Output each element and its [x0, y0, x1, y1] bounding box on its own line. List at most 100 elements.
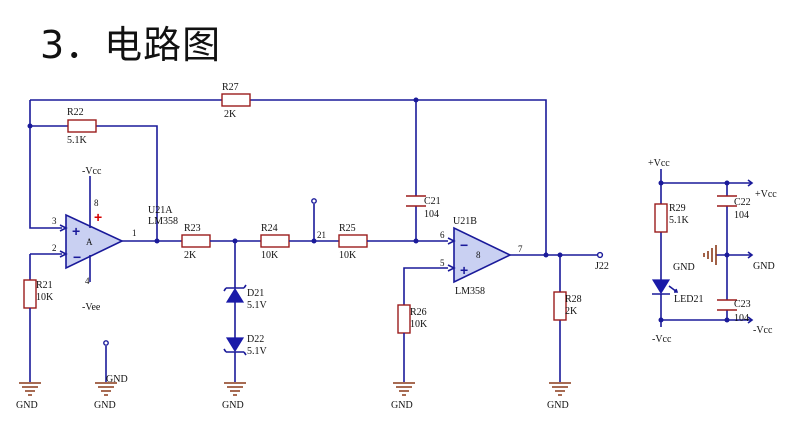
junction-dot — [543, 252, 549, 258]
pin-7: 7 — [518, 244, 523, 254]
ground-symbol — [703, 245, 717, 265]
label-nvcc: -Vcc — [652, 334, 672, 345]
value-d21: 5.1V — [247, 300, 268, 311]
label-vccneg: -Vcc — [82, 166, 102, 177]
label-gnd5: GND — [547, 400, 569, 411]
pin-8: 8 — [94, 198, 99, 208]
junction-dot — [154, 238, 160, 244]
ground-symbol — [95, 382, 117, 396]
pin-5: 5 — [440, 258, 445, 268]
label-lm358b: LM358 — [455, 286, 485, 297]
pin-arrow — [747, 251, 754, 259]
value-r28: 2K — [565, 306, 578, 317]
terminal-icon — [311, 198, 317, 204]
value-r24: 10K — [261, 250, 279, 261]
label-r27: R27 — [222, 82, 239, 93]
node-21: 21 — [317, 230, 326, 240]
pin-arrow — [447, 264, 456, 272]
label-r22: R22 — [67, 107, 84, 118]
pin-6: 6 — [440, 230, 445, 240]
label-vee: -Vee — [82, 302, 101, 313]
pin-4: 4 — [85, 276, 90, 286]
pin-arrow — [747, 179, 754, 187]
pin-2: 2 — [52, 243, 57, 253]
resistor-r21 — [23, 279, 37, 309]
label-led21: LED21 — [674, 294, 703, 305]
zener-d22 — [223, 337, 247, 356]
led-led21 — [651, 279, 679, 295]
plus-icon: + — [460, 262, 468, 278]
ground-symbol — [224, 382, 246, 396]
resistor-r28 — [553, 291, 567, 321]
minus-icon: − — [460, 237, 468, 253]
terminal-icon — [596, 251, 604, 259]
label-r29: R29 — [669, 203, 686, 214]
label-j22: J22 — [595, 261, 609, 272]
resistor-r25 — [338, 234, 368, 248]
minus-icon: − — [73, 249, 81, 265]
label-u21b: U21B — [453, 216, 477, 227]
label-gnd4: GND — [391, 400, 413, 411]
value-r25: 10K — [339, 250, 357, 261]
junction-dot — [658, 317, 664, 323]
wire-r22-right — [96, 125, 158, 241]
resistor-r27 — [221, 93, 251, 107]
label-r23: R23 — [184, 223, 201, 234]
label-r21: R21 — [36, 280, 53, 291]
pin-arrow — [447, 237, 456, 245]
pin-arrow — [747, 316, 754, 324]
value-r29: 5.1K — [669, 215, 690, 226]
junction-dot — [724, 252, 730, 258]
label-c22: C22 — [734, 197, 751, 208]
value-r23: 2K — [184, 250, 197, 261]
resistor-r26 — [397, 304, 411, 334]
label-r28: R28 — [565, 294, 582, 305]
label-gnd3: GND — [222, 400, 244, 411]
pin-arrow — [59, 250, 68, 258]
capacitor-c21 — [406, 195, 426, 207]
label-pvcc2: +Vcc — [755, 189, 777, 200]
value-c22: 104 — [734, 210, 749, 221]
value-r21: 10K — [36, 292, 54, 303]
pin-3: 3 — [52, 216, 57, 226]
wire-left-vertical — [29, 100, 62, 229]
pin-arrow — [59, 224, 68, 232]
label-u21a: U21A — [148, 205, 173, 216]
junction-dot — [658, 180, 664, 186]
plus-icon: + — [72, 223, 80, 239]
label-r25: R25 — [339, 223, 356, 234]
wire-pin5 — [403, 267, 448, 305]
opamp-u21a — [65, 213, 124, 270]
resistor-r23 — [181, 234, 211, 248]
label-nvcc2: -Vcc — [753, 325, 773, 336]
opamp-u21b — [453, 226, 512, 284]
label-gnd2: GND — [106, 374, 128, 385]
u21b-symbol: 8 — [476, 250, 481, 260]
ground-symbol — [19, 382, 41, 396]
label-d22: D22 — [247, 334, 264, 345]
value-c21: 104 — [424, 209, 439, 220]
page-title: 3．电路图 — [40, 23, 222, 67]
resistor-r29 — [654, 203, 668, 233]
value-d22: 5.1V — [247, 346, 268, 357]
label-gnd1: GND — [16, 400, 38, 411]
label-pvcc: +Vcc — [648, 158, 670, 169]
resistor-r24 — [260, 234, 290, 248]
label-gnd-left: GND — [673, 262, 695, 273]
plus-icon: + — [94, 209, 102, 225]
value-r22: 5.1K — [67, 135, 88, 146]
value-c23: 104 — [734, 313, 749, 324]
capacitor-c22 — [717, 195, 737, 207]
wire-r27-loop — [30, 99, 547, 254]
label-r24: R24 — [261, 223, 278, 234]
resistor-r22 — [67, 119, 97, 133]
u21a-symbol: A — [86, 237, 93, 247]
label-c23: C23 — [734, 299, 751, 310]
value-r27: 2K — [224, 109, 237, 120]
junction-dot — [27, 123, 33, 129]
ground-symbol — [393, 382, 415, 396]
pin-1: 1 — [132, 228, 137, 238]
terminal-icon — [103, 340, 109, 346]
label-c21: C21 — [424, 196, 441, 207]
